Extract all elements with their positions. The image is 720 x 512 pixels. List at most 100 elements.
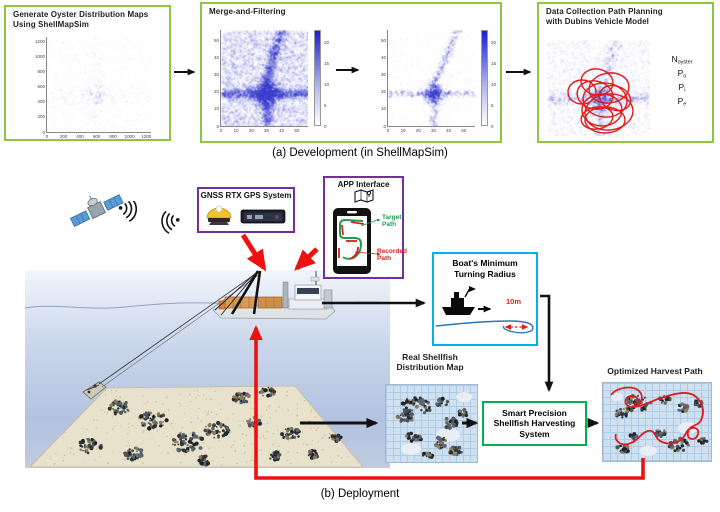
turning-radius-title: Boat's Minimum Turning Radius: [452, 258, 518, 279]
tugboat-icon: [442, 286, 476, 316]
recorded-path-line: [338, 221, 365, 260]
real-shellfish-map: [385, 384, 478, 463]
path-planning-title: Data Collection Path Planning with Dubin…: [546, 7, 663, 26]
shellmapsim-plot: 0 200 400 600 800 1000 1200 0 200 400 600 800 1000 1…: [35, 37, 151, 139]
axis-tick-label: 15: [324, 60, 330, 66]
dubins-heatmap: [547, 40, 650, 136]
smartphone: [333, 208, 381, 274]
axis-tick-label: 400: [37, 99, 45, 105]
axis-tick-label: 50: [461, 128, 467, 133]
axis-tick-label: 20: [491, 40, 497, 46]
axis-tick-label: 20: [213, 89, 219, 95]
radio-waves-icon: [118, 201, 138, 222]
target-path-label: Target Path: [382, 214, 402, 229]
gps-receiver-icon: [240, 209, 286, 224]
axis-tick-label: 5: [324, 102, 327, 108]
optimized-map-clusters: [610, 386, 709, 456]
optimized-harvest-map: [602, 382, 712, 462]
harvest-boat-illustration: [212, 270, 336, 320]
axis-tick-label: 0: [45, 134, 49, 139]
axis-tick-label: 0: [216, 123, 219, 129]
turning-loop-path: [435, 320, 534, 334]
gnss-box: GNSS RTX GPS System: [197, 187, 295, 233]
axis-tick-label: 50: [213, 38, 219, 44]
axis-tick-label: 15: [491, 60, 497, 66]
merged-heatmap-canvas: [221, 30, 308, 126]
axis-tick-label: 40: [380, 55, 386, 61]
axis-tick-label: 1200: [141, 134, 152, 139]
arrow-turning-to-system: [540, 294, 554, 393]
merge-filtering-title: Merge-and-Filtering: [209, 7, 286, 16]
filtered-heatmap-canvas: [388, 30, 475, 126]
axis-tick-label: 0: [386, 128, 390, 133]
turning-radius-box: Boat's Minimum Turning Radius 10m: [432, 252, 538, 346]
axis-tick-label: 0: [219, 128, 223, 133]
axis-tick-label: 10: [213, 106, 219, 112]
radio-waves-icon: [161, 211, 180, 234]
generate-maps-title: Generate Oyster Distribution Maps Using …: [13, 10, 149, 29]
gps-antenna-icon: [206, 205, 232, 225]
axis-tick-label: 40: [279, 128, 285, 133]
axis-tick-label: 10: [380, 106, 386, 112]
optimized-map-label: Optimized Harvest Path: [607, 366, 703, 376]
axis-tick-label: 200: [59, 134, 68, 139]
dubins-heatmap-canvas: [547, 40, 650, 136]
axis-tick-label: 20: [380, 89, 386, 95]
axis-tick-label: 30: [380, 72, 386, 78]
axis-tick-label: 30: [264, 128, 270, 133]
axis-tick-label: 0: [324, 123, 327, 129]
tow-cable: [98, 271, 259, 385]
axis-tick-label: 1200: [34, 38, 45, 44]
radius-value-label: 10m: [506, 297, 521, 306]
harvesting-system-box: Smart Precision Shellfish Harvesting Sys…: [482, 401, 587, 446]
a-frame-mast: [230, 270, 260, 315]
colorbar-right: 0 5 10 15 20: [481, 30, 496, 128]
axis-tick-label: 1000: [34, 53, 45, 59]
recorded-path-label: Recorded Path: [377, 248, 407, 263]
axis-tick-label: 20: [248, 128, 254, 133]
app-interface-title: APP Interface: [337, 180, 390, 189]
real-map-clusters: [395, 392, 472, 459]
real-map-label: Real Shellfish Distribution Map: [396, 352, 464, 373]
dredge-icon: [82, 381, 107, 400]
axis-tick-label: 1000: [124, 134, 135, 139]
dubins-path-loops-icon: [567, 68, 634, 134]
path-planning-box: Data Collection Path Planning with Dubin…: [537, 2, 714, 143]
axis-tick-label: 50: [294, 128, 300, 133]
axis-tick-label: 10: [233, 128, 239, 133]
axis-tick-label: 800: [109, 134, 117, 139]
axis-tick-label: 400: [76, 134, 84, 139]
axis-tick-label: 0: [383, 123, 386, 129]
underwater-scene: [25, 270, 390, 468]
axis-tick-label: 600: [92, 134, 101, 139]
shellmapsim-plot-canvas: [47, 37, 151, 132]
axis-tick-label: 600: [37, 84, 45, 90]
axis-tick-label: 40: [213, 55, 219, 61]
axis-tick-label: 40: [446, 128, 452, 133]
axis-tick-label: 20: [324, 40, 330, 46]
arrow-gnss-to-boat: [240, 233, 267, 272]
axis-tick-label: 0: [491, 123, 494, 129]
axis-tick-label: 0: [42, 129, 45, 135]
harvesting-system-label: Smart Precision Shellfish Harvesting Sys…: [493, 407, 576, 439]
axis-tick-label: 800: [37, 69, 45, 75]
axis-tick-label: 20: [415, 128, 421, 133]
axis-tick-label: 50: [380, 38, 386, 44]
generate-maps-box: Generate Oyster Distribution Maps Using …: [4, 5, 171, 141]
axis-tick-label: 10: [491, 81, 497, 87]
satellite-icon: [70, 194, 124, 227]
axis-tick-label: 200: [37, 114, 45, 120]
arrow-app-to-boat: [294, 247, 319, 271]
axis-tick-label: 5: [491, 102, 494, 108]
gnss-devices: [206, 205, 286, 225]
